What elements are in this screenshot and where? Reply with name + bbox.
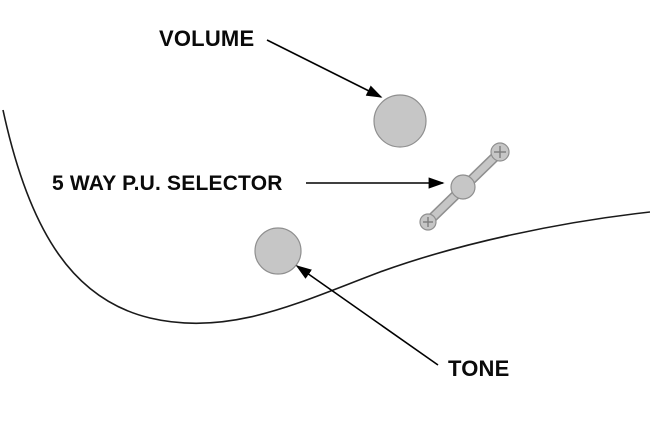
tone-label: TONE: [448, 356, 510, 381]
volume-arrow: [266, 39, 383, 98]
volume-label: VOLUME: [159, 26, 255, 51]
pickup-selector-switch: [419, 142, 510, 231]
guitar-body-outline: [2, 109, 650, 325]
selector-lever-knob: [450, 174, 476, 200]
tone-arrow: [295, 265, 439, 366]
selector-screw-lower: [419, 213, 437, 231]
volume-knob: [373, 94, 427, 148]
selector-screw-upper: [490, 142, 510, 162]
tone-knob: [254, 227, 302, 275]
selector-label: 5 WAY P.U. SELECTOR: [52, 172, 283, 195]
